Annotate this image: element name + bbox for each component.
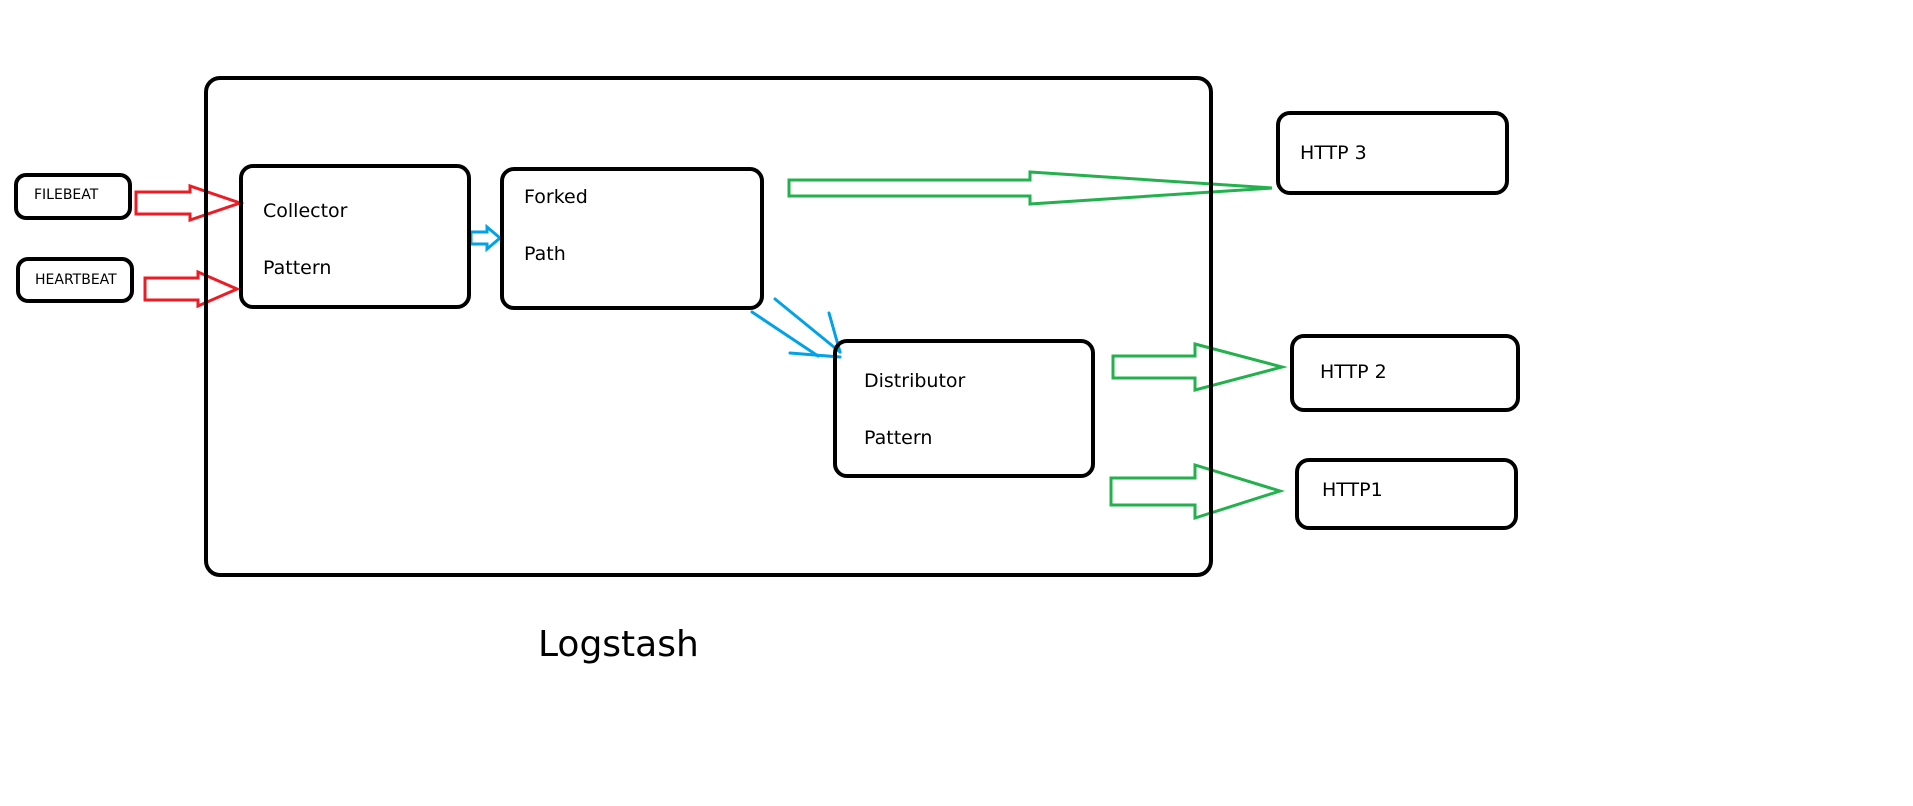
http2-label: HTTP 2 [1320, 361, 1387, 383]
forked-to-http3-arrow [787, 170, 1273, 206]
filebeat-to-collector-arrow [134, 183, 245, 223]
http1-box [1295, 458, 1518, 530]
http1-label: HTTP1 [1322, 479, 1383, 501]
forked-path-box [500, 167, 764, 310]
heartbeat-to-collector-arrow [143, 269, 241, 309]
filebeat-label: FILEBEAT [34, 187, 99, 203]
distributor-pattern-box [833, 339, 1095, 478]
distributor-line2: Pattern [864, 427, 933, 449]
forked-line1: Forked [524, 186, 588, 208]
collector-line2: Pattern [263, 257, 332, 279]
logstash-container [204, 76, 1213, 577]
filebeat-box [14, 173, 132, 220]
collector-line1: Collector [263, 200, 348, 222]
collector-to-forked-arrow [469, 223, 503, 253]
heartbeat-label: HEARTBEAT [35, 272, 117, 288]
forked-to-distributor-arrow [750, 297, 842, 359]
distributor-to-http1-arrow [1109, 462, 1286, 521]
http3-label: HTTP 3 [1300, 142, 1367, 164]
heartbeat-box [16, 257, 134, 303]
http2-box [1290, 334, 1520, 412]
forked-line2: Path [524, 243, 566, 265]
distributor-line1: Distributor [864, 370, 966, 392]
logstash-label: Logstash [538, 624, 699, 665]
distributor-to-http2-arrow [1111, 342, 1288, 392]
collector-pattern-box [239, 164, 471, 309]
http3-box [1276, 111, 1509, 195]
